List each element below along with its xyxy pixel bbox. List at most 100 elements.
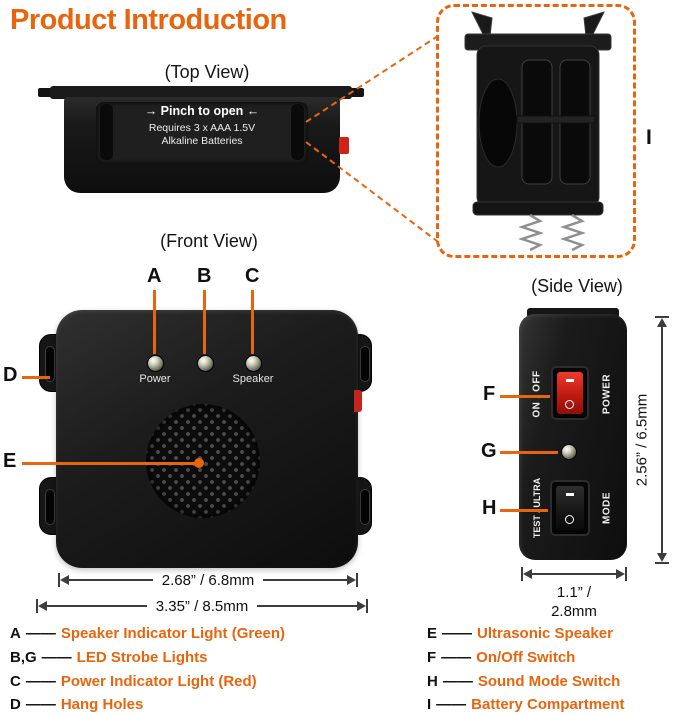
dimension-tick (655, 316, 669, 318)
switch-off-mark (565, 400, 574, 409)
dimension-tick (58, 573, 60, 587)
hang-hole-slot (360, 346, 370, 382)
mode-label: MODE (601, 492, 613, 524)
legend-text: Ultrasonic Speaker (477, 625, 613, 642)
hang-hole-slot (45, 346, 55, 382)
switch-test-mark (566, 493, 574, 496)
legend-text: Speaker Indicator Light (Green) (60, 625, 286, 642)
callout-line-e (22, 462, 198, 465)
legend-key: C (10, 673, 21, 690)
legend-separator: —— (25, 673, 56, 690)
callout-letter-g: G (481, 440, 497, 462)
legend-key: A (10, 625, 21, 642)
dimension-text: 2.68” / 6.8mm (161, 571, 255, 589)
callout-line-h (500, 509, 548, 512)
dimension-arrow-down (657, 553, 667, 562)
on-off-label: ON / OFF (531, 370, 543, 418)
page-title: Product Introduction (10, 4, 287, 36)
legend-separator: —— (442, 625, 473, 642)
legend-text: LED Strobe Lights (76, 649, 208, 666)
magnify-dashed-line (305, 34, 439, 123)
legend-text: Sound Mode Switch (477, 673, 621, 690)
callout-letter-h: H (482, 497, 497, 519)
dimension-line (532, 573, 616, 575)
legend-separator: —— (25, 625, 56, 642)
dimension-line (257, 605, 358, 607)
dimension-tick (655, 562, 669, 564)
callout-letter-b: B (197, 265, 212, 287)
battery-requirement-line1: Requires 3 x AAA 1.5V (148, 122, 256, 134)
legend-item-i: I——Battery Compartment (427, 696, 625, 713)
speaker-indicator-led (147, 355, 164, 372)
legend-separator: —— (25, 696, 56, 713)
legend-separator: —— (442, 673, 473, 690)
power-led-label: Power (139, 373, 171, 385)
dimension-tick (366, 599, 369, 613)
dimension-line (661, 327, 663, 553)
dimension-tick (521, 567, 523, 581)
power-indicator-led (245, 355, 262, 372)
legend-key: H (427, 673, 438, 690)
legend-text: Battery Compartment (471, 696, 625, 713)
battery-door (96, 102, 308, 164)
battery-compartment-illustration (464, 11, 612, 252)
dimension-arrow-up (657, 318, 667, 327)
dimension-tick (356, 573, 359, 587)
battery-requirement-line2: Alkaline Batteries (161, 135, 243, 147)
legend-item-h: H——Sound Mode Switch (427, 673, 620, 690)
legend-separator: —— (441, 649, 472, 666)
switch-ultra-mark (565, 515, 574, 524)
dimension-line (263, 579, 348, 581)
power-switch-front-view (354, 390, 362, 412)
top-view-mount-ear (38, 88, 54, 97)
legend-item-d: D——Hang Holes (10, 696, 143, 713)
legend-text: On/Off Switch (476, 649, 576, 666)
device-height-dimension (654, 316, 670, 564)
body-width-dimension: 3.35” / 8.5mm (36, 597, 369, 615)
legend-separator: —— (436, 696, 467, 713)
legend-item-f: F——On/Off Switch (427, 649, 575, 666)
pinch-to-open-label: → Pinch to open ← (144, 104, 260, 118)
callout-line-c (251, 290, 254, 354)
callout-letter-e: E (3, 450, 17, 472)
dimension-arrow-left (523, 569, 532, 579)
legend-key: D (10, 696, 21, 713)
device-height-dimension-text: 2.56” / 6.5mm (633, 393, 651, 487)
legend-text: Power Indicator Light (Red) (60, 673, 257, 690)
dimension-text: 3.35” / 8.5mm (155, 597, 249, 615)
hang-hole-slot (360, 489, 370, 525)
legend-key: F (427, 649, 437, 666)
dimension-arrow-right (357, 601, 367, 611)
top-view-mount-ear (348, 88, 364, 97)
front-view-caption: (Front View) (160, 231, 258, 251)
dimension-tick (625, 567, 627, 581)
dimension-arrow-right (616, 569, 625, 579)
battery-compartment-callout-box (436, 4, 636, 258)
dimension-tick (36, 599, 38, 613)
ultrasonic-speaker-grille (146, 404, 260, 518)
callout-letter-d: D (3, 364, 18, 386)
power-switch-top-view (339, 137, 349, 154)
power-label: POWER (601, 373, 613, 415)
battery-door-latch (100, 104, 113, 160)
legend-separator: —— (41, 649, 72, 666)
legend-text: Hang Holes (60, 696, 144, 713)
dimension-arrow-right (347, 575, 357, 585)
legend-key: B,G (10, 649, 37, 666)
dimension-line (69, 579, 153, 581)
dimension-arrow-left (38, 601, 47, 611)
callout-letter-c: C (245, 265, 260, 287)
strobe-led (197, 355, 214, 372)
device-depth-dimension-text: 1.1” / 2.8mm (551, 584, 597, 620)
callout-line-f (500, 395, 550, 398)
callout-letter-i: I (646, 126, 652, 149)
callout-line-g (500, 451, 558, 454)
strobe-led-side (561, 444, 577, 460)
hang-hole-slot (45, 489, 55, 525)
side-view-caption: (Side View) (531, 276, 623, 296)
legend-item-c: C——Power Indicator Light (Red) (10, 673, 257, 690)
top-view-flange (50, 86, 352, 99)
battery-door-latch (291, 104, 304, 160)
device-depth-dimension (521, 566, 627, 582)
